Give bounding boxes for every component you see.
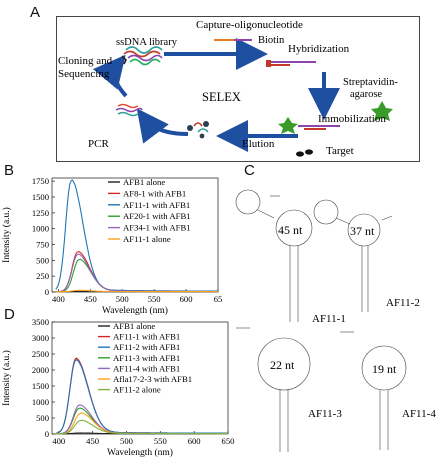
series-line-3 (56, 408, 228, 434)
y-tick-label: 3000 (32, 333, 49, 343)
y-tick-label: 750 (36, 240, 49, 250)
y-axis-label: Intensity (a.u.) (1, 350, 12, 406)
structure-af11-3-length: 22 nt (270, 358, 295, 372)
legend-label: AF34-1 with AFB1 (123, 223, 191, 233)
y-tick-label: 2000 (32, 365, 49, 375)
structure-af11-1-length: 45 nt (278, 223, 303, 237)
x-tick-label: 400 (52, 294, 65, 304)
y-tick-label: 1000 (32, 224, 49, 234)
structure-af11-1 (236, 190, 312, 322)
x-tick-label: 450 (86, 436, 99, 446)
legend-label: AF11-4 with AFB1 (113, 363, 180, 373)
label-sequencing: Sequencing (58, 68, 110, 80)
chart-d: 0 500 1000 1500 2000 2500 3000 3500 400 450 500 550… (0, 318, 236, 460)
x-tick-label: 450 (84, 294, 97, 304)
legend-label: AF11-1 with AFB1 (113, 332, 180, 342)
structure-af11-1-label: AF11-1 (312, 313, 346, 325)
label-pcr: PCR (88, 138, 109, 150)
y-tick-label: 500 (36, 413, 49, 423)
structure-af11-4-length: 19 nt (372, 362, 397, 376)
target-icon (296, 151, 304, 156)
legend-label: AF11-2 with AFB1 (113, 342, 180, 352)
structure-af11-2-label: AF11-2 (386, 297, 420, 309)
y-tick-label: 1250 (32, 208, 49, 218)
legend-label: AFB1 alone (113, 321, 155, 331)
label-streptavidin: Streptavidin- (343, 77, 398, 88)
label-capture-oligo: Capture-oligonucleotide (196, 19, 303, 31)
label-cloning: Cloning and (58, 55, 113, 67)
x-axis-label: Wavelength (nm) (102, 305, 168, 316)
series-line-1 (56, 252, 218, 292)
x-tick-label: 400 (52, 436, 65, 446)
y-tick-label: 500 (36, 255, 49, 265)
chart-b: 0 250 500 750 1000 1250 1500 1750 400 450 500 550 60… (0, 172, 226, 320)
structure-af11-4 (340, 332, 406, 450)
selex-diagram: ssDNA library Capture-oligonucleotide Bi… (56, 16, 420, 162)
chart-b-svg: 0 250 500 750 1000 1250 1500 1750 400 450 500 550 60… (0, 172, 226, 320)
series-line-4 (56, 405, 228, 434)
label-target: Target (326, 145, 354, 157)
x-tick-label: 500 (120, 436, 133, 446)
y-tick-label: 2500 (32, 349, 49, 359)
x-tick-label: 500 (116, 294, 129, 304)
x-tick-label: 600 (188, 436, 201, 446)
y-tick-label: 1000 (32, 397, 49, 407)
structure-af11-2 (314, 200, 392, 312)
y-tick-label: 1500 (32, 192, 49, 202)
structure-af11-3 (236, 328, 310, 452)
selex-svg: ssDNA library Capture-oligonucleotide Bi… (56, 16, 420, 162)
legend-label: AF20-1 with AFB1 (123, 211, 191, 221)
x-tick-label: 550 (148, 294, 161, 304)
legend-label: AFB1 alone (123, 177, 165, 187)
label-elution: Elution (242, 138, 275, 150)
label-hybridization: Hybridization (288, 43, 350, 55)
structure-af11-4-label: AF11-4 (402, 408, 436, 420)
series-line-6 (56, 420, 228, 433)
legend-label: AF11-2 alone (113, 385, 161, 395)
series-line-5 (56, 413, 228, 434)
y-tick-label: 0 (45, 287, 49, 297)
legend-label: AF11-3 with AFB1 (113, 353, 180, 363)
y-tick-label: 3500 (32, 318, 49, 327)
y-axis-label: Intensity (a.u.) (1, 207, 12, 263)
y-tick-label: 0 (45, 429, 49, 439)
structure-af11-2-length: 37 nt (350, 224, 375, 238)
x-tick-label: 600 (180, 294, 193, 304)
label-immobilization: Immobilization (318, 113, 386, 125)
x-tick-label: 550 (154, 436, 167, 446)
structures-panel: 45 nt AF11-1 37 nt AF11-2 22 nt AF11-3 1… (232, 172, 444, 460)
series-line-3 (56, 259, 218, 291)
structures-svg: 45 nt AF11-1 37 nt AF11-2 22 nt AF11-3 1… (232, 172, 444, 460)
legend-label: AF11-1 alone (123, 234, 171, 244)
label-agarose: agarose (350, 89, 382, 100)
legend-label: Afla17-2-3 with AFB1 (113, 374, 192, 384)
structure-af11-3-label: AF11-3 (308, 408, 342, 420)
x-tick-label: 65 (214, 294, 223, 304)
panel-a-letter: A (30, 4, 40, 21)
y-tick-label: 250 (36, 271, 49, 281)
legend-label: AF8-1 with AFB1 (123, 188, 186, 198)
label-selex: SELEX (202, 90, 241, 104)
y-tick-label: 1500 (32, 381, 49, 391)
legend-label: AF11-1 with AFB1 (123, 200, 190, 210)
x-axis-label: Wavelength (nm) (107, 447, 173, 458)
label-biotin: Biotin (258, 35, 285, 46)
label-ssdna-library: ssDNA library (116, 37, 178, 48)
chart-d-svg: 0 500 1000 1500 2000 2500 3000 3500 400 450 500 550… (0, 318, 236, 460)
y-tick-label: 1750 (32, 176, 49, 186)
